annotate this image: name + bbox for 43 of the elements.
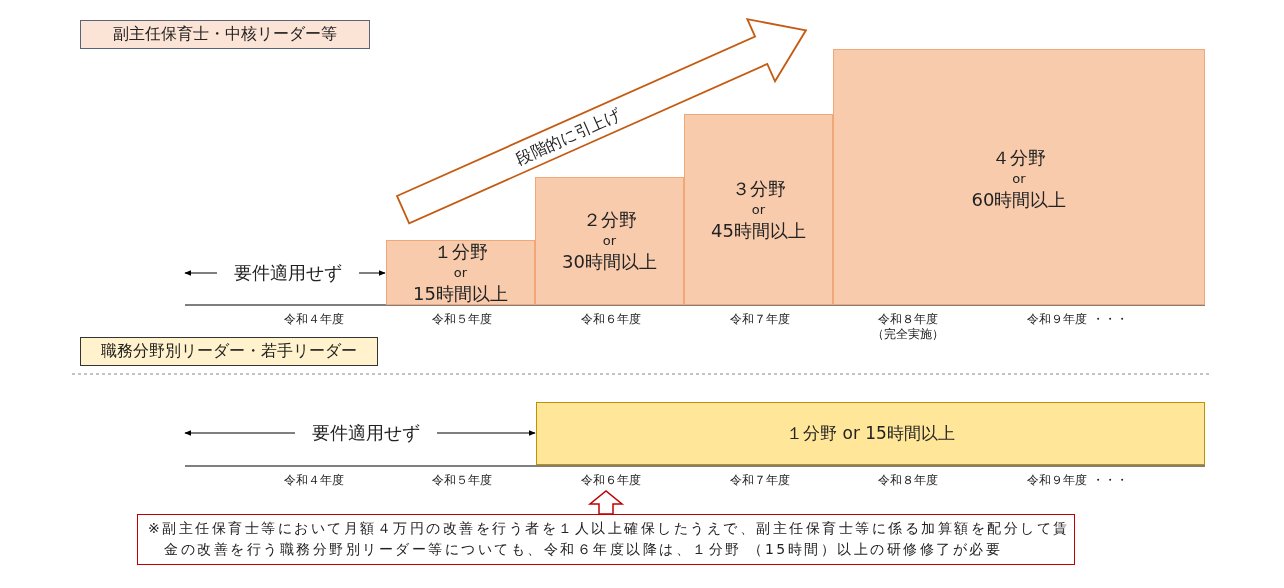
hours-text: 60時間以上 — [971, 188, 1067, 212]
year-label: 令和７年度 — [730, 311, 790, 328]
step-box — [535, 177, 684, 305]
field-count: ２分野 — [582, 208, 637, 232]
year-label: ・・・ — [1092, 472, 1128, 489]
arrow — [436, 430, 536, 436]
year-label: 令和６年度 — [581, 472, 641, 489]
category-label: 副主任保育士・中核リーダー等 — [80, 20, 370, 49]
step-box — [684, 114, 833, 305]
requirement-text: 要件適用せず — [303, 420, 429, 446]
field-count: １分野 — [433, 239, 488, 264]
year-label: 令和６年度 — [581, 311, 641, 328]
field-count: ４分野 — [992, 146, 1046, 170]
year-label: （完全実施） — [872, 326, 944, 343]
category-label: 職務分野別リーダー・若手リーダー — [80, 337, 378, 366]
arrow-label: 段階的に引上げ — [513, 105, 624, 169]
year-label: 令和９年度 — [1027, 472, 1087, 489]
year-label: 令和４年度 — [284, 311, 344, 328]
requirement-text: 要件適用せず — [225, 260, 351, 286]
arrow — [184, 270, 218, 276]
year-label: 令和７年度 — [730, 472, 790, 489]
hours-text: 45時間以上 — [711, 218, 806, 243]
year-label: 令和８年度 — [878, 472, 938, 489]
requirement-bar: １分野 or 15時間以上 — [536, 402, 1205, 465]
field-count: ３分野 — [731, 176, 786, 201]
or-text: or — [1012, 170, 1026, 188]
arrow — [184, 430, 296, 436]
year-label: 令和９年度 — [1027, 311, 1087, 328]
step-box — [833, 49, 1205, 305]
year-label: 令和５年度 — [432, 311, 492, 328]
or-text: or — [602, 232, 617, 250]
year-label: 令和５年度 — [432, 472, 492, 489]
step-box — [386, 240, 535, 305]
year-label: 令和４年度 — [284, 472, 344, 489]
or-text: or — [751, 200, 766, 219]
block-arrow — [587, 490, 625, 515]
year-label: 令和８年度 — [878, 311, 938, 328]
hours-text: 30時間以上 — [562, 250, 657, 274]
hours-text: 15時間以上 — [413, 281, 508, 306]
year-label: ・・・ — [1092, 311, 1128, 328]
or-text: or — [453, 263, 468, 282]
arrow — [358, 270, 386, 276]
note-box: ※副主任保育士等において月額４万円の改善を行う者を１人以上確保したうえで、副主任保育士等に係る加算額を配分して賃金の改善を行う職務分野別リーダー等についても、令和６年度以降は、１分野 （15時間）以上の研修修了が必要 — [137, 514, 1075, 565]
